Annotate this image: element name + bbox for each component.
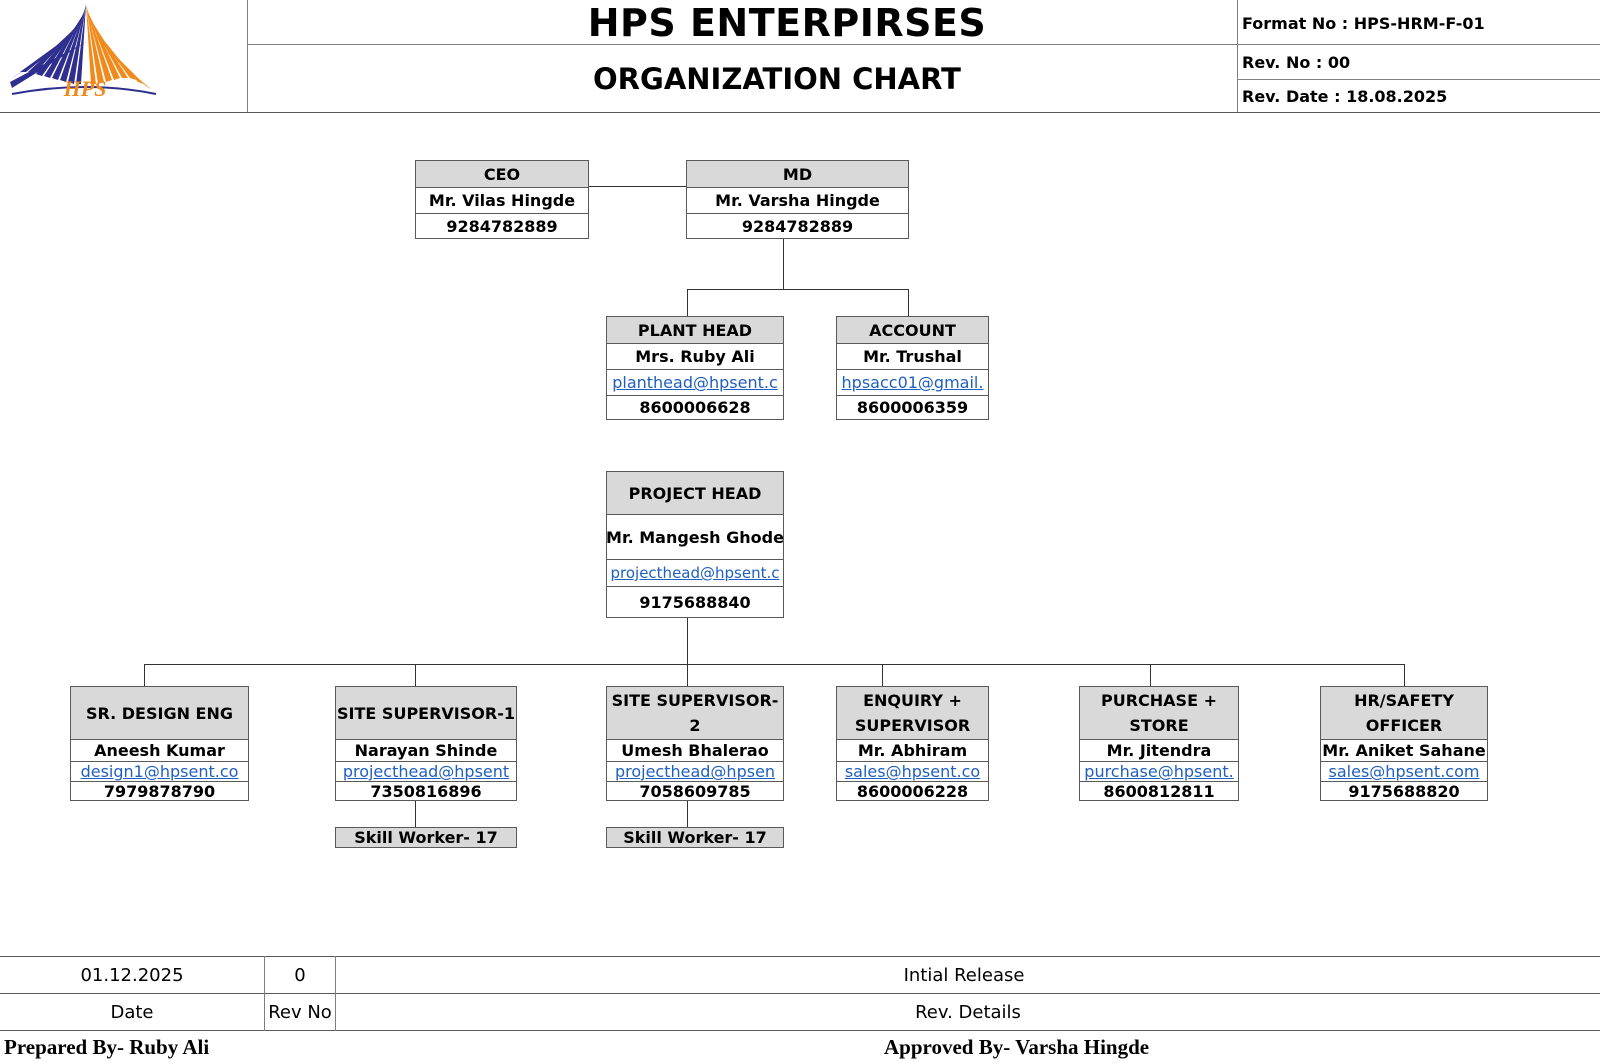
connector-site1-workers — [415, 800, 416, 827]
header-divider — [1237, 44, 1600, 45]
node-email-link[interactable]: projecthead@hpsen — [607, 761, 783, 781]
company-name: HPS ENTERPIRSES — [587, 1, 987, 45]
node-email-link[interactable]: purchase@hpsent. — [1080, 761, 1238, 781]
node-role: PLANT HEAD — [607, 317, 783, 343]
node-hr-safety-officer: HR/SAFETY OFFICER Mr. Aniket Sahane sale… — [1320, 686, 1488, 801]
format-no: Format No : HPS-HRM-F-01 — [1242, 13, 1485, 33]
connector-plant-head — [687, 289, 688, 316]
node-name: Mr. Abhiram — [837, 739, 988, 761]
node-enquiry-supervisor: ENQUIRY + SUPERVISOR Mr. Abhiram sales@h… — [836, 686, 989, 801]
node-site-supervisor-2: SITE SUPERVISOR-2 Umesh Bhalerao project… — [606, 686, 784, 801]
node-name: Mr. Aniket Sahane — [1321, 739, 1487, 760]
header-logo — [8, 2, 160, 104]
rev-date: Rev. Date : 18.08.2025 — [1242, 86, 1448, 106]
footer-divider — [264, 956, 265, 1031]
node-role: MD — [687, 161, 908, 187]
node-name: Mr. Trushal — [837, 343, 988, 369]
node-role: SITE SUPERVISOR-2 — [607, 687, 783, 739]
footer-divider — [335, 956, 336, 1031]
connector-md-down — [783, 239, 784, 290]
node-name: Mrs. Ruby Ali — [607, 343, 783, 369]
node-role: HR/SAFETY OFFICER — [1321, 687, 1487, 739]
node-email-link[interactable]: sales@hpsent.com — [1321, 761, 1487, 781]
node-ceo: CEO Mr. Vilas Hingde 9284782889 — [415, 160, 589, 239]
node-email-link[interactable]: hpsacc01@gmail. — [837, 369, 988, 395]
node-md: MD Mr. Varsha Hingde 9284782889 — [686, 160, 909, 239]
node-email-link[interactable]: projecthead@hpsent.com — [607, 559, 783, 586]
node-phone: 9175688840 — [607, 586, 783, 617]
node-name: Mr. Mangesh Ghode — [607, 514, 783, 559]
rev-no: Rev. No : 00 — [1242, 52, 1351, 72]
node-role: PURCHASE + STORE — [1080, 687, 1238, 739]
node-email-link[interactable]: design1@hpsent.co — [71, 761, 248, 781]
skill-worker-site1: Skill Worker- 17 — [335, 827, 517, 848]
node-email-link[interactable]: planthead@hpsent.c — [607, 369, 783, 395]
node-name: Umesh Bhalerao — [607, 739, 783, 761]
node-role: ENQUIRY + SUPERVISOR — [837, 687, 988, 739]
connector-level4-bar — [144, 664, 1405, 665]
node-phone: 8600006628 — [607, 395, 783, 419]
footer-details-value: Intial Release — [903, 964, 1025, 986]
node-phone: 8600006359 — [837, 395, 988, 419]
connector-design — [144, 664, 145, 686]
header-bottom-border — [0, 112, 1600, 113]
node-purchase-store: PURCHASE + STORE Mr. Jitendra purchase@h… — [1079, 686, 1239, 801]
footer-details-label: Rev. Details — [915, 1001, 1021, 1023]
node-email-link[interactable]: projecthead@hpsent — [336, 761, 516, 781]
connector-hr — [1404, 664, 1405, 686]
footer-rev-value: 0 — [294, 964, 306, 986]
node-email-link[interactable]: sales@hpsent.co — [837, 761, 988, 781]
connector-ceo-md — [588, 186, 687, 187]
skill-worker-site2: Skill Worker- 17 — [606, 827, 784, 848]
connector-site1 — [415, 664, 416, 686]
node-name: Mr. Jitendra — [1080, 739, 1238, 761]
node-phone: 7058609785 — [607, 781, 783, 800]
node-name: Mr. Vilas Hingde — [416, 187, 588, 213]
logo-text: HPS — [63, 76, 107, 101]
node-phone: 8600812811 — [1080, 781, 1238, 800]
node-role: PROJECT HEAD — [607, 472, 783, 514]
node-name: Aneesh Kumar — [71, 739, 248, 761]
footer-border — [0, 956, 1600, 957]
node-sr-design-eng: SR. DESIGN ENG Aneesh Kumar design1@hpse… — [70, 686, 249, 801]
node-site-supervisor-1: SITE SUPERVISOR-1 Narayan Shinde project… — [335, 686, 517, 801]
header-divider — [1237, 0, 1238, 113]
node-phone: 9175688820 — [1321, 781, 1487, 800]
footer-date-label: Date — [110, 1001, 154, 1023]
node-phone: 7350816896 — [336, 781, 516, 800]
header-divider — [247, 44, 1238, 45]
node-plant-head: PLANT HEAD Mrs. Ruby Ali planthead@hpsen… — [606, 316, 784, 420]
header-divider — [247, 0, 248, 113]
node-phone: 9284782889 — [687, 213, 908, 238]
connector-site2-workers — [687, 800, 688, 827]
prepared-by: Prepared By- Ruby Ali — [4, 1034, 210, 1059]
approved-by: Approved By- Varsha Hingde — [884, 1034, 1150, 1059]
footer-border — [0, 1030, 1600, 1031]
header-divider — [1237, 79, 1600, 80]
node-role: SITE SUPERVISOR-1 — [336, 687, 516, 739]
node-name: Mr. Varsha Hingde — [687, 187, 908, 213]
footer-border — [0, 993, 1600, 994]
connector-account — [908, 289, 909, 316]
node-phone: 8600006228 — [837, 781, 988, 800]
node-role: ACCOUNT — [837, 317, 988, 343]
node-account: ACCOUNT Mr. Trushal hpsacc01@gmail. 8600… — [836, 316, 989, 420]
connector-project-head-down — [687, 618, 688, 686]
node-phone: 9284782889 — [416, 213, 588, 238]
node-project-head: PROJECT HEAD Mr. Mangesh Ghode projecthe… — [606, 471, 784, 618]
node-phone: 7979878790 — [71, 781, 248, 800]
connector-purchase — [1150, 664, 1151, 686]
node-role: SR. DESIGN ENG — [71, 687, 248, 739]
footer-date-value: 01.12.2025 — [80, 964, 184, 986]
node-name: Narayan Shinde — [336, 739, 516, 761]
node-role: CEO — [416, 161, 588, 187]
page-title: ORGANIZATION CHART — [593, 62, 961, 96]
hps-logo-icon — [10, 4, 157, 95]
connector-enquiry — [882, 664, 883, 686]
footer-rev-label: Rev No — [268, 1001, 332, 1023]
connector-level2-bar — [687, 289, 909, 290]
